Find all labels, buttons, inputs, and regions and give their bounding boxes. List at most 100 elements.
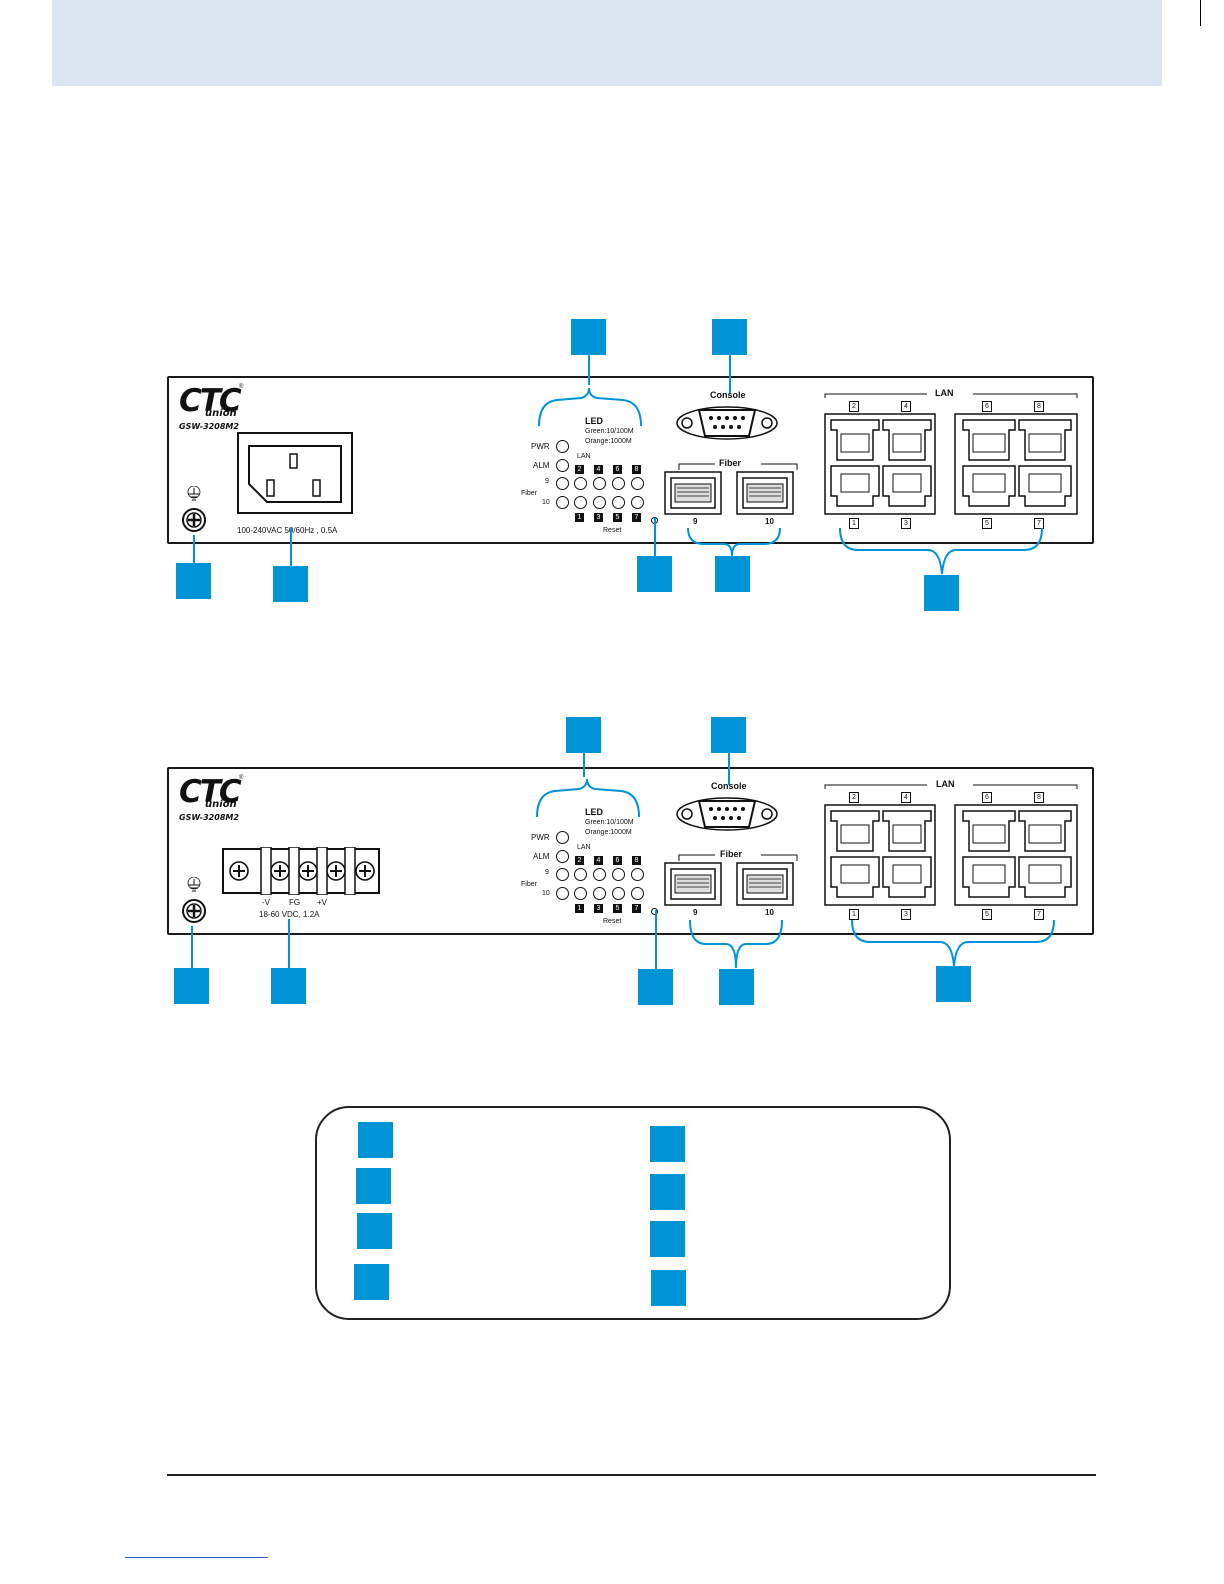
callout-marker-power	[271, 968, 306, 1004]
fiber-port-label: 10	[765, 517, 774, 526]
corner-tick	[1200, 0, 1201, 26]
lan-port-number: 6	[982, 792, 992, 803]
lan-port-number: 6	[982, 401, 992, 412]
fiber-10-led	[556, 887, 569, 900]
fiber-label: Fiber	[719, 458, 742, 468]
led-port-label: 1	[575, 513, 584, 522]
led-note-green: Green:10/100M	[585, 428, 634, 435]
legend-marker	[356, 1168, 391, 1204]
callout-marker-console	[712, 319, 747, 355]
legend-marker	[650, 1221, 685, 1257]
front-panel-dc: CTC ® union GSW-3208M2 -V FG +V 18-60	[167, 767, 1094, 935]
led-port-label: 5	[613, 904, 622, 913]
dc-terminal-block-icon[interactable]	[221, 847, 381, 895]
fiber-9-label: 9	[545, 478, 549, 485]
sfp-ports-icon[interactable]	[663, 853, 813, 909]
footer-link-underline	[125, 1557, 268, 1558]
fiber-10-led	[556, 496, 569, 509]
console-port-icon[interactable]	[675, 795, 779, 833]
model-label: GSW-3208M2	[179, 422, 239, 431]
lan-port-number: 5	[982, 518, 992, 529]
console-label: Console	[711, 781, 747, 791]
led-port-label: 6	[613, 856, 622, 865]
lan-port-number: 2	[849, 792, 859, 803]
led-note-orange: Orange:1000M	[585, 438, 632, 445]
pwr-led	[556, 831, 569, 844]
led-bracket	[538, 387, 642, 427]
rj45-ports-icon[interactable]	[823, 803, 1079, 907]
rj45-ports-icon[interactable]	[823, 412, 1079, 516]
led-port-label: 1	[575, 904, 584, 913]
ground-screw-icon	[182, 877, 206, 923]
console-port-icon[interactable]	[675, 404, 779, 442]
led-port-label: 8	[632, 465, 641, 474]
reset-label: Reset	[603, 918, 622, 925]
pwr-label: PWR	[531, 442, 550, 451]
terminal-label: -V	[262, 898, 270, 907]
fiber-label: Fiber	[720, 849, 743, 859]
alm-led	[556, 850, 569, 863]
lan-callout-bracket	[851, 919, 1055, 967]
lan-port-number: 7	[1034, 518, 1044, 529]
power-rating: 100-240VAC 50/60Hz , 0.5A	[237, 526, 338, 535]
callout-marker-fiber	[719, 969, 754, 1005]
lan-port-number: 1	[849, 518, 859, 529]
registered-mark: ®	[239, 775, 244, 781]
lan-led	[631, 496, 644, 509]
callout-leader	[288, 919, 290, 968]
header-band	[52, 0, 1162, 86]
callout-marker-reset	[637, 556, 672, 592]
led-note-orange: Orange:1000M	[585, 829, 632, 836]
lan-port-number: 4	[901, 401, 911, 412]
fiber-callout-bracket	[689, 919, 783, 969]
lan-port-number: 1	[849, 909, 859, 920]
lan-led	[612, 868, 625, 881]
lan-port-number: 5	[982, 909, 992, 920]
callout-marker-reset	[638, 969, 673, 1005]
footer-rule	[167, 1474, 1096, 1476]
sfp-ports-icon[interactable]	[663, 462, 813, 518]
callout-leader	[583, 753, 585, 777]
callout-marker-console	[711, 717, 746, 753]
fiber-10-label: 10	[542, 890, 550, 897]
lan-port-number: 8	[1034, 792, 1044, 803]
alm-label: ALM	[533, 461, 550, 470]
legend-marker	[650, 1174, 685, 1210]
lan-label: LAN	[936, 779, 955, 789]
led-port-label: 4	[594, 465, 603, 474]
fiber-port-label: 9	[693, 908, 698, 917]
lan-led	[593, 496, 606, 509]
fiber-port-label: 9	[693, 517, 698, 526]
led-title: LED	[585, 416, 603, 426]
callout-marker-lan	[936, 966, 971, 1002]
fiber-9-led	[556, 477, 569, 490]
legend-marker	[650, 1126, 685, 1162]
reset-pinhole[interactable]	[651, 908, 658, 915]
lan-led	[574, 496, 587, 509]
lan-led	[593, 868, 606, 881]
pwr-label: PWR	[531, 833, 550, 842]
brand-logo: CTC	[179, 383, 242, 419]
callout-leader	[290, 528, 292, 566]
callout-leader	[654, 518, 656, 556]
lan-label: LAN	[935, 388, 954, 398]
legend-box	[315, 1106, 951, 1320]
lan-port-number: 4	[901, 792, 911, 803]
led-port-label: 8	[632, 856, 641, 865]
lan-led	[574, 887, 587, 900]
callout-leader	[193, 535, 195, 563]
lan-port-number: 8	[1034, 401, 1044, 412]
lan-port-number: 3	[901, 909, 911, 920]
lan-led	[593, 477, 606, 490]
led-lan-label: LAN	[577, 844, 591, 851]
led-port-label: 7	[632, 904, 641, 913]
led-bracket	[536, 778, 640, 818]
lan-led	[574, 868, 587, 881]
callout-leader	[588, 355, 590, 385]
fiber-led-label: Fiber	[521, 881, 537, 888]
terminal-label: +V	[317, 898, 328, 907]
lan-port-number: 3	[901, 518, 911, 529]
reset-label: Reset	[603, 527, 622, 534]
led-lan-label: LAN	[577, 453, 591, 460]
ac-inlet-icon	[237, 432, 353, 514]
